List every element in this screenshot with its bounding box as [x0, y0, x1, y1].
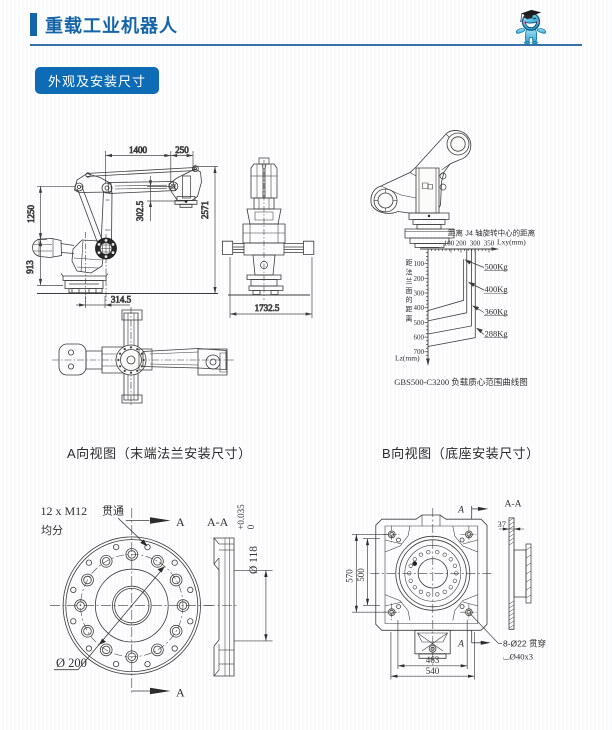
- base-dim-570: 570: [344, 569, 354, 583]
- page-title: 重载工业机器人: [45, 16, 178, 36]
- bore-dimension: [234, 570, 273, 641]
- robot-side-view: [33, 166, 219, 302]
- caption-view-a: A向视图（末端法兰安装尺寸）: [67, 446, 252, 461]
- base-section-marks: [472, 506, 491, 645]
- base-hole-note-1: 8-Ø22 贯穿: [503, 639, 546, 649]
- y-tick-200: 200: [414, 275, 425, 283]
- chart-x-unit: Lxy(mm): [497, 238, 526, 247]
- base-section-label: A-A: [505, 500, 522, 510]
- flange-bolt-note: 12 x M12: [41, 504, 88, 518]
- bottom-connector: [415, 630, 450, 658]
- x-axis-ticks: [432, 249, 489, 253]
- base-dim-463: 463: [426, 655, 440, 665]
- header-divider: [30, 44, 582, 46]
- bearing-hole-ring: [408, 550, 459, 596]
- dim-2571: 2571: [200, 201, 210, 219]
- base-dim-500: 500: [356, 568, 366, 582]
- robot-front-view: [222, 158, 313, 300]
- flange-bolt-note2: 均分: [41, 524, 63, 537]
- section-cut-marks: [126, 517, 171, 695]
- base-dim-37: 37: [498, 519, 507, 529]
- flange-section-label: A-A: [207, 515, 229, 529]
- x-tick-350: 350: [484, 240, 495, 248]
- y-tick-300: 300: [414, 290, 425, 298]
- y-axis-ticks: [425, 253, 429, 360]
- chart-y-title: 距法兰面的距离: [406, 259, 413, 323]
- base-hole-note-leader: [470, 614, 502, 644]
- base-thickness-dim: [499, 527, 524, 531]
- x-tick-300: 300: [470, 240, 481, 248]
- wrist-assembly-drawing: [371, 130, 471, 247]
- dim-1250: 1250: [26, 205, 36, 224]
- curve-400kg: [428, 249, 467, 321]
- dimension-lines: [37, 151, 312, 318]
- dim-314-5: 314.5: [111, 295, 132, 305]
- curve-label-leaders: [464, 259, 508, 338]
- base-plate: [376, 515, 487, 630]
- robot-top-view: [40, 305, 250, 430]
- curve-500kg: [428, 259, 464, 310]
- through-leader: [118, 518, 148, 547]
- curve-360kg: [428, 249, 471, 334]
- flange-bore-label: Ø 118: [248, 546, 260, 574]
- chart-y-unit: Lz(mm): [395, 354, 420, 363]
- base-h-dims: [391, 620, 475, 680]
- bolt-circle-dia-line: [54, 566, 165, 669]
- payload-chart: 距离 J4 轴旋转中心的距离 100 200 300 350 Lxy(mm) 1…: [394, 228, 535, 388]
- base-hole-note-2: ⌴Ø40x3: [503, 652, 533, 662]
- dim-1732-5: 1732.5: [255, 303, 280, 313]
- y-tick-600: 600: [414, 334, 425, 342]
- y-tick-700: 700: [414, 348, 425, 356]
- dim-1400: 1400: [129, 145, 148, 155]
- bolt-holes: [75, 549, 189, 663]
- robot-dimension-drawing: 1400 250 2571 302.5 1250 913 314.5 1732.…: [25, 145, 330, 330]
- chart-title: GBS500-C3200 负载质心范围曲线图: [394, 377, 527, 387]
- flange-face: [63, 537, 200, 674]
- x-tick-200: 200: [456, 240, 467, 248]
- base-section-profile: [499, 518, 531, 629]
- title-accent-bar: [30, 13, 37, 36]
- y-tick-100: 100: [414, 260, 425, 268]
- base-drawing: 570 500 463 540 A A A-A 37 8-Ø22 贯穿 ⌴Ø40…: [344, 500, 546, 730]
- curve-label-500kg: 500Kg: [485, 262, 509, 272]
- curve-label-400kg: 400Kg: [485, 284, 509, 294]
- caption-view-b: B向视图（底座安装尺寸）: [382, 446, 540, 461]
- flange-section-profile: [205, 538, 239, 676]
- base-dim-540: 540: [426, 666, 440, 676]
- dim-250: 250: [175, 145, 189, 155]
- dim-913: 913: [25, 260, 35, 274]
- flange-bcd-label: Ø 200: [56, 656, 87, 670]
- flange-drawing: 12 x M12 均分 贯通 A A A-A Ø 200 Ø 118 +0.03…: [41, 504, 290, 700]
- curve-label-360kg: 360Kg: [485, 307, 509, 317]
- wrist-and-payload-chart: 距离 J4 轴旋转中心的距离 100 200 300 350 Lxy(mm) 1…: [360, 110, 536, 388]
- flange-bore-tol-lower: 0: [246, 524, 256, 529]
- section-mark-top-label: A: [176, 515, 185, 529]
- base-section-mark-top-label: A: [457, 506, 464, 516]
- curve-288kg: [428, 249, 475, 346]
- dim-302-5: 302.5: [135, 200, 145, 221]
- chart-x-title: 距离 J4 轴旋转中心的距离: [448, 228, 536, 238]
- hatching-top: [509, 518, 514, 545]
- x-tick-100: 100: [444, 240, 455, 248]
- base-section-mark-bottom-label: A: [457, 640, 464, 650]
- section-badge: 外观及安装尺寸: [35, 67, 159, 94]
- flange-bore-tol-upper: +0.035: [236, 504, 246, 530]
- outer-small-holes: [71, 544, 193, 666]
- flange-through-note: 贯通: [102, 505, 124, 518]
- hatching-right: [526, 547, 531, 598]
- curve-label-288kg: 288Kg: [485, 329, 509, 339]
- section-mark-bottom-label: A: [176, 686, 185, 700]
- hatching-bottom: [509, 601, 514, 628]
- y-tick-400: 400: [414, 304, 425, 312]
- y-tick-500: 500: [414, 319, 425, 327]
- robot-mascot-icon: [514, 9, 548, 45]
- base-v-dims: [352, 534, 388, 612]
